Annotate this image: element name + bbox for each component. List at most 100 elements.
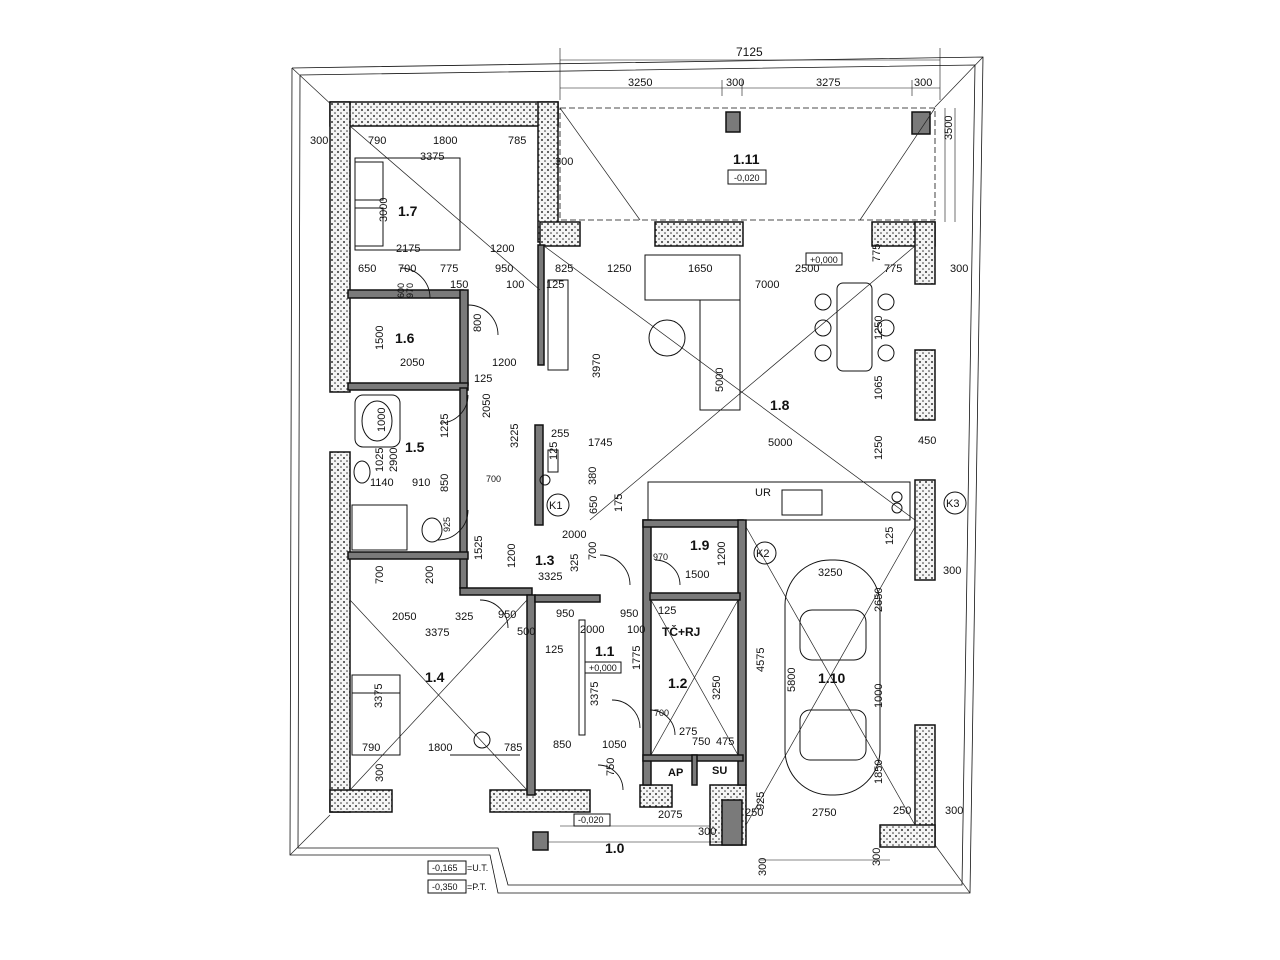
dim-r11-750: 750 [605, 758, 617, 776]
dim-gar-3250: 3250 [818, 567, 842, 579]
dim-r15-1000: 1000 [376, 408, 388, 432]
dim-r19-1500: 1500 [685, 569, 709, 581]
dim-right-300a: 300 [950, 263, 968, 275]
marker-k3: K3 [946, 498, 959, 510]
dim-row-700: 700 [398, 263, 416, 275]
dim-bed-300: 300 [555, 156, 573, 168]
label-ur: UR [755, 487, 771, 499]
dim-r14-1800: 1800 [428, 742, 452, 754]
dim-right-3500: 3500 [943, 116, 955, 140]
room-label-1-2: 1.2 [668, 675, 688, 691]
dim-ent-300b: 300 [757, 858, 769, 876]
dim-row-600: 600 [396, 283, 406, 298]
dim-r14-325: 325 [455, 611, 473, 623]
dim-r14-785: 785 [504, 742, 522, 754]
room-label-1-10: 1.10 [818, 670, 845, 686]
dim-r11-950: 950 [556, 608, 574, 620]
dim-gar-1000: 1000 [873, 684, 885, 708]
coffee-table-icon [648, 319, 686, 357]
dim-row-970: 970 [405, 283, 415, 298]
roof-outline [289, 56, 984, 894]
dim-bed-3375: 3375 [420, 151, 444, 163]
dim-r16-1200: 1200 [492, 357, 516, 369]
legend-ut-value: -0,165 [432, 863, 458, 873]
dim-r16-800: 800 [472, 314, 484, 332]
dim-hall-650: 650 [588, 496, 600, 514]
dim-r15-2900: 2900 [388, 448, 400, 472]
level-legend: -0,165 =U.T. -0,350 =P.T. [427, 860, 488, 894]
dim-r15-2050: 2050 [481, 394, 493, 418]
dim-row-150: 150 [450, 279, 468, 291]
label-ap: AP [668, 767, 683, 779]
room-diagonals [349, 125, 916, 826]
dim-r14-500: 500 [517, 626, 535, 638]
dim-hall-125: 125 [548, 442, 560, 460]
dim-r12-3250: 3250 [711, 676, 723, 700]
level-entrance: -0,020 [578, 815, 604, 825]
dim-hall-700: 700 [587, 542, 599, 560]
dim-hall-2000: 2000 [562, 529, 586, 541]
dim-r12-750: 750 [692, 736, 710, 748]
dim-bed-785: 785 [508, 135, 526, 147]
door-swings [399, 267, 681, 791]
marker-k1-icon [546, 493, 570, 517]
dim-r16-125: 125 [474, 373, 492, 385]
dim-top-a: 3250 [628, 77, 652, 89]
car-icon [784, 559, 881, 796]
terrace-1-11 [559, 107, 936, 221]
dim-liv-450: 450 [918, 435, 936, 447]
dim-hall-3325: 3325 [538, 571, 562, 583]
shower-tray-icon [351, 504, 408, 551]
dim-row-650: 650 [358, 263, 376, 275]
dim-r12-700: 700 [654, 708, 669, 718]
dim-hall-175: 175 [613, 494, 625, 512]
level-terrace: -0,020 [734, 173, 760, 183]
dim-row-125: 125 [546, 279, 564, 291]
dim-bed-3000: 3000 [378, 198, 390, 222]
dim-r14-790: 790 [362, 742, 380, 754]
bathtub-icon [354, 394, 401, 448]
dim-liv-5000: 5000 [768, 437, 792, 449]
furniture [351, 157, 911, 796]
dim-liv-1250b: 1250 [873, 436, 885, 460]
room-label-1-11: 1.11 [733, 151, 760, 167]
dim-top-c: 3275 [816, 77, 840, 89]
dim-gar-2650: 2650 [873, 588, 885, 612]
dim-r11-100: 100 [627, 624, 645, 636]
dim-r14-700: 700 [374, 566, 386, 584]
level-living: +0,000 [810, 255, 838, 265]
dim-row-1650: 1650 [688, 263, 712, 275]
dim-hall-325: 325 [569, 554, 581, 572]
label-tc-rj: TČ+RJ [662, 624, 700, 639]
sofa-icon [644, 254, 741, 301]
dim-row-950: 950 [495, 263, 513, 275]
dim-r11-1775: 1775 [631, 646, 643, 670]
room-label-1-9: 1.9 [690, 537, 710, 553]
dim-liv-1745: 1745 [588, 437, 612, 449]
dim-row-100: 100 [506, 279, 524, 291]
dim-r12-125: 125 [658, 605, 676, 617]
dim-r16-1500: 1500 [374, 326, 386, 350]
marker-k3-icon [943, 491, 967, 515]
room-label-1-1: 1.1 [595, 643, 615, 659]
dim-row-2500: 2500 [795, 263, 819, 275]
dim-row-1250: 1250 [607, 263, 631, 275]
dim-r15-850: 850 [439, 474, 451, 492]
dim-hall-1525: 1525 [473, 536, 485, 560]
dim-liv-3225: 3225 [509, 424, 521, 448]
dim-r11-2000: 2000 [580, 624, 604, 636]
dim-r15-1225: 1225 [439, 414, 451, 438]
dim-liv-775: 775 [871, 244, 883, 262]
dim-top-total: 7125 [736, 45, 763, 59]
washbasin-icon [421, 517, 443, 543]
room-label-1-4: 1.4 [425, 669, 445, 685]
dim-r12-4575: 4575 [755, 648, 767, 672]
dim-ent-2075: 2075 [658, 809, 682, 821]
interior-walls [347, 244, 747, 796]
dim-liv-1065: 1065 [873, 376, 885, 400]
dim-gar-125: 125 [884, 527, 896, 545]
dim-r11-3375: 3375 [589, 682, 601, 706]
dim-row-775: 775 [440, 263, 458, 275]
office-chair-icon [473, 731, 491, 749]
